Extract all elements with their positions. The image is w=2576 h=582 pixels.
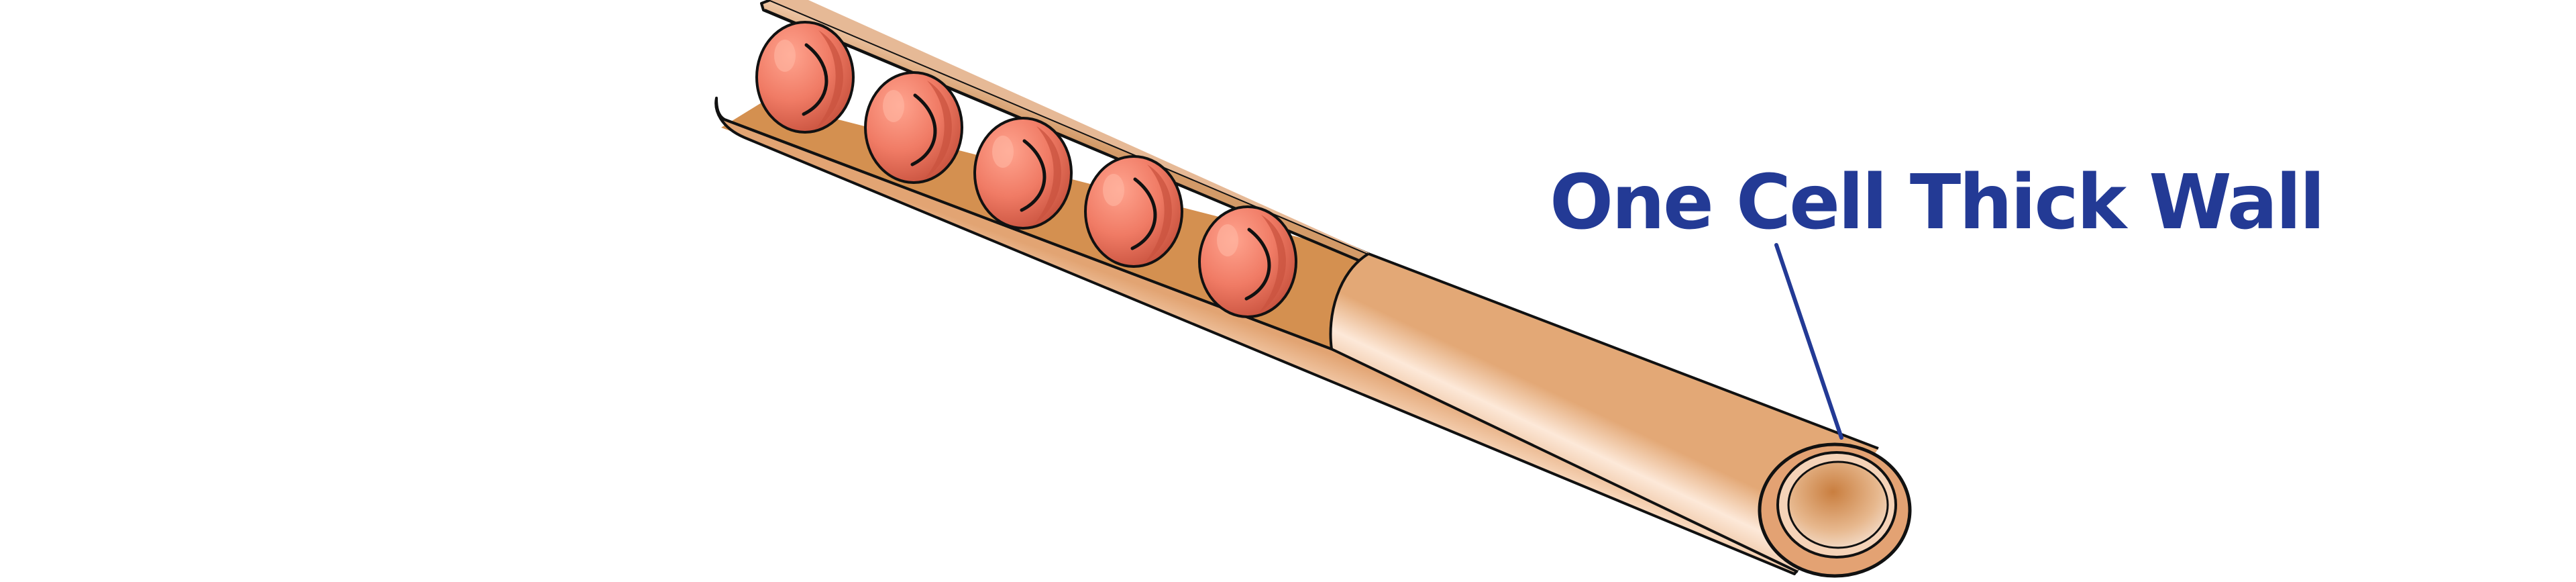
red-blood-cell-1 bbox=[755, 21, 855, 134]
vessel-tube-top-edge bbox=[1368, 252, 1879, 450]
cell-highlight bbox=[883, 90, 904, 122]
cell-shading bbox=[924, 81, 952, 180]
cell-dimple-curve bbox=[1130, 177, 1157, 250]
cell-shading bbox=[1033, 126, 1061, 226]
red-blood-cell-5 bbox=[1198, 205, 1297, 318]
vessel-cut-edge bbox=[1329, 252, 1370, 350]
cell-dimple-curve bbox=[1244, 228, 1271, 301]
vessel-top-wall-face bbox=[770, 0, 1374, 255]
cell-shading bbox=[1258, 215, 1286, 314]
vessel-lumen bbox=[1787, 460, 1889, 549]
cell-highlight bbox=[774, 40, 796, 72]
label-leader-line bbox=[1774, 243, 1843, 440]
vessel-bottom-wall bbox=[714, 97, 1813, 575]
vessel-tube-body bbox=[1330, 254, 1878, 571]
wall-label: One Cell Thick Wall bbox=[1550, 159, 2323, 246]
cell-dimple-curve bbox=[802, 43, 828, 116]
red-blood-cell-2 bbox=[864, 71, 963, 184]
cell-dimple-curve bbox=[910, 93, 937, 166]
cell-highlight bbox=[1103, 174, 1124, 206]
red-blood-cells bbox=[755, 21, 1297, 318]
red-blood-cell-3 bbox=[973, 117, 1073, 230]
red-blood-cell-4 bbox=[1084, 155, 1183, 268]
cell-shading bbox=[815, 30, 843, 130]
cell-highlight bbox=[992, 136, 1014, 168]
cell-highlight bbox=[1217, 224, 1238, 256]
vessel-tube-bottom-edge bbox=[1331, 348, 1799, 573]
cell-shading bbox=[1144, 164, 1172, 264]
vessel-open-end bbox=[1758, 442, 1912, 578]
cell-dimple-curve bbox=[1020, 139, 1046, 212]
